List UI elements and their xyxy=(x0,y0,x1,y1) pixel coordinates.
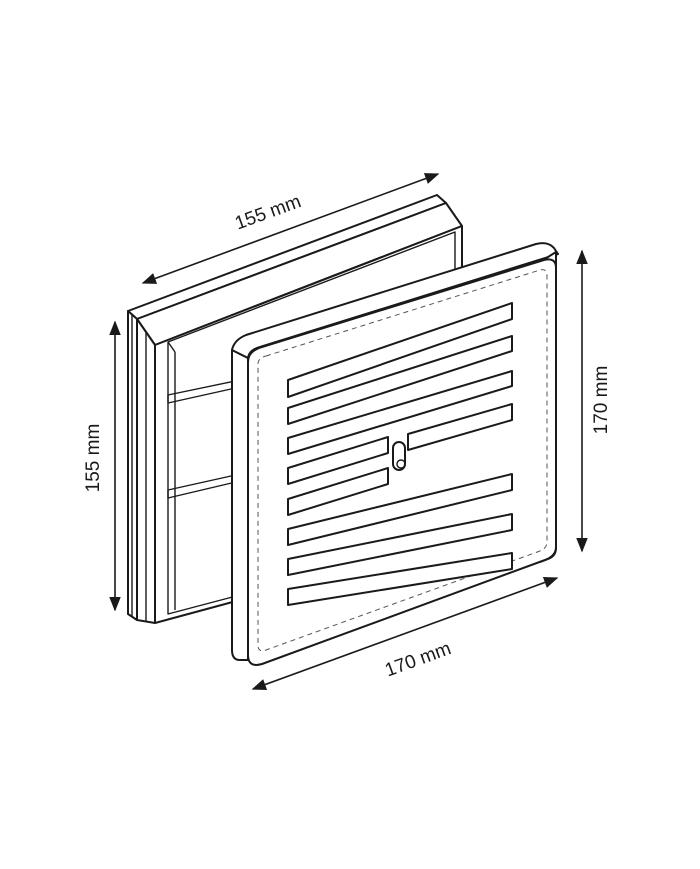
grille-width-label: 170 mm xyxy=(382,638,454,681)
grille-slats xyxy=(287,302,513,606)
grille-width-arrow xyxy=(251,577,559,690)
front-grille xyxy=(231,242,559,666)
frame-height-label: 155 mm xyxy=(83,424,104,493)
dimension-lines xyxy=(109,173,588,690)
grille-height-label: 170 mm xyxy=(591,366,612,435)
frame-width-arrow xyxy=(141,173,440,284)
adjustment-knob-icon xyxy=(392,441,406,471)
